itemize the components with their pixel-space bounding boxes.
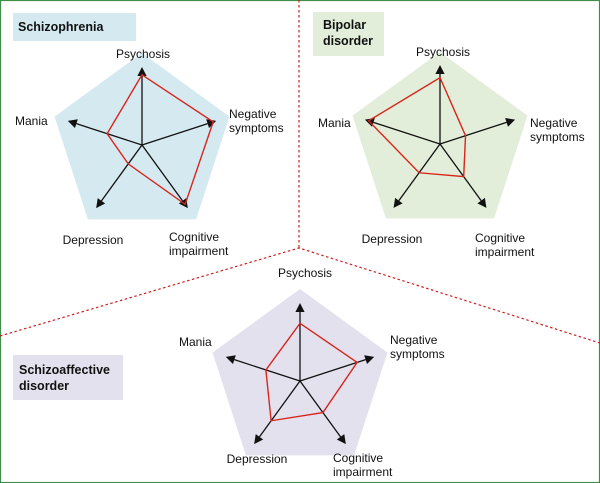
bipolar-axis-label-4: Mania xyxy=(318,116,351,130)
schizoaffective-profile xyxy=(265,322,359,422)
schizophrenia-axis-label-0: Psychosis xyxy=(116,47,170,61)
bipolar-axis-4 xyxy=(373,121,441,145)
schizophrenia-profile xyxy=(106,73,215,206)
bipolar-axis-label-3: Depression xyxy=(362,232,423,246)
schizophrenia-arrowhead-0 xyxy=(137,67,147,76)
schizoaffective-arrowhead-0 xyxy=(295,303,305,312)
schizophrenia-axis-3 xyxy=(100,144,143,202)
bipolar-profile xyxy=(367,76,467,178)
bipolar-arrowhead-0 xyxy=(435,65,445,74)
schizoaffective-axis-label-0: Psychosis xyxy=(278,266,332,280)
divider-lower xyxy=(0,247,600,344)
schizophrenia-axis-label-3: Depression xyxy=(63,233,124,247)
schizophrenia-arrowhead-4 xyxy=(67,119,78,129)
schizophrenia-axis-2 xyxy=(141,144,184,202)
schizophrenia-axis-1 xyxy=(141,123,208,146)
bipolar-arrowhead-2 xyxy=(477,197,487,208)
bipolar-axis-2 xyxy=(439,143,482,202)
bipolar-arrowhead-3 xyxy=(393,197,403,208)
schizophrenia-axis-4 xyxy=(76,123,143,146)
schizoaffective-axis-label-3: Depression xyxy=(227,452,288,466)
schizophrenia-arrowhead-3 xyxy=(96,198,106,209)
schizophrenia-title: Schizophrenia xyxy=(18,20,104,34)
bipolar-axis-label-0: Psychosis xyxy=(416,45,470,59)
bipolar-title-box xyxy=(313,12,384,56)
bipolar-axis-1 xyxy=(439,121,507,145)
schizoaffective-title-box xyxy=(13,355,123,400)
schizoaffective-axis-label-4: Mania xyxy=(179,335,212,349)
schizoaffective-axis-2 xyxy=(299,380,342,438)
schizoaffective-axis-4 xyxy=(234,359,301,382)
schizoaffective-arrowhead-4 xyxy=(225,355,236,365)
bipolar-arrowhead-1 xyxy=(505,117,516,127)
schizoaffective-arrowhead-1 xyxy=(364,355,375,365)
schizoaffective-arrowhead-2 xyxy=(336,434,346,445)
schizoaffective-arrowhead-3 xyxy=(254,434,264,445)
schizophrenia-title-box xyxy=(13,13,136,41)
schizophrenia-axis-label-4: Mania xyxy=(15,114,48,128)
schizoaffective-axis-1 xyxy=(299,359,366,382)
schizoaffective-axis-3 xyxy=(258,380,301,438)
